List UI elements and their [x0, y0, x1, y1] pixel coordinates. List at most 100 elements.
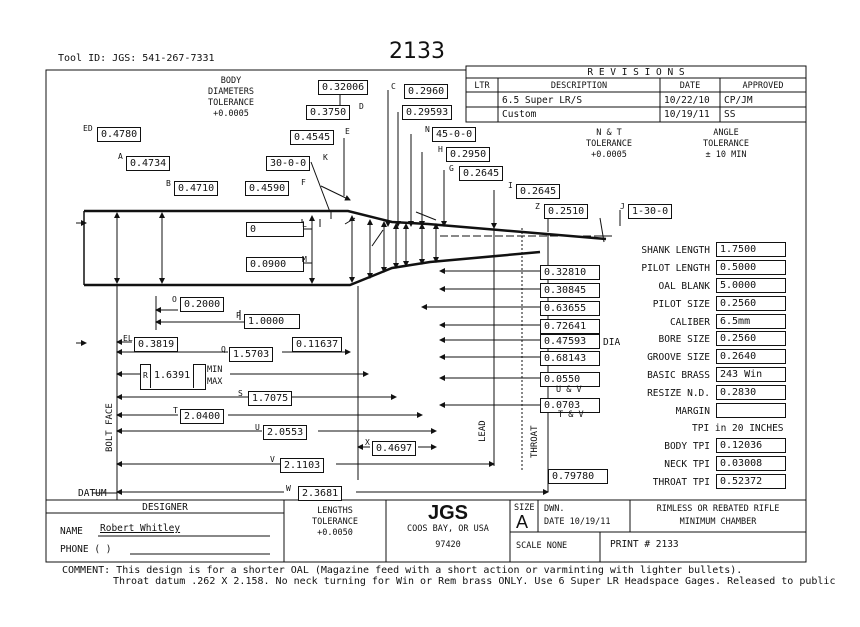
- dim-e-value: 0.4545: [290, 130, 335, 145]
- size-label: SIZE: [514, 503, 535, 513]
- dim-letter: E: [345, 127, 350, 136]
- dim-r-max: MAX: [207, 377, 223, 387]
- dim-d-value: 0.3750: [306, 105, 351, 120]
- drawing-desc-2: MINIMUM CHAMBER: [679, 517, 757, 527]
- tpi-value: 0.03008: [716, 456, 786, 471]
- dim-u-value: 2.0553: [263, 425, 308, 440]
- dim-el-value: 0.3819: [134, 337, 179, 352]
- dim-letter: P: [236, 311, 241, 320]
- dim-letter: H: [438, 145, 443, 154]
- dim-c-value: 0.32006: [318, 80, 369, 95]
- tpi-value: 0.52372: [716, 474, 786, 489]
- dim-h-value: 0.2950: [446, 147, 491, 162]
- dim-letter: C: [391, 82, 396, 91]
- rev-row-desc: Custom: [502, 109, 537, 120]
- dim-letter: K: [323, 153, 328, 162]
- right-value: 0.32810: [540, 265, 600, 280]
- dim-letter: S: [238, 389, 243, 398]
- dim-letter: N: [425, 125, 430, 134]
- rev-header-approved: APPROVED: [742, 81, 784, 91]
- spec-label: PILOT LENGTH: [641, 263, 710, 274]
- dim-mid-value: 0.11637: [292, 337, 343, 352]
- spec-label: PILOT SIZE: [652, 299, 710, 310]
- spec-label: RESIZE N.D.: [647, 388, 710, 399]
- throat-label: THROAT: [530, 425, 540, 458]
- comment-line-2: Throat datum .262 X 2.158. No neck turni…: [113, 576, 836, 587]
- right-value: 0.0550: [540, 372, 600, 387]
- dia-label: DIA: [603, 337, 621, 348]
- dim-letter: J: [620, 202, 625, 211]
- rev-row-approved: SS: [724, 109, 736, 120]
- dim-i-value: 0.2645: [516, 184, 561, 199]
- dim-letter: U: [255, 423, 260, 432]
- rev-row-approved: CP/JM: [724, 95, 753, 106]
- dim-letter: V: [270, 455, 275, 464]
- company-zip: 97420: [435, 540, 461, 550]
- spec-value: 243 Win: [716, 367, 786, 382]
- dim-letter: F: [301, 178, 306, 187]
- right-value: 0.47593: [540, 334, 600, 349]
- dim-letter: X: [365, 438, 370, 447]
- revisions-title: R E V I S I O N S: [587, 67, 685, 78]
- dim-letter: I: [508, 181, 513, 190]
- datum-label: DATUM: [78, 488, 107, 499]
- spec-value: 0.2560: [716, 331, 786, 346]
- dim-t-value: 2.0400: [180, 409, 225, 424]
- dim-letter: O: [172, 295, 177, 304]
- dim-letter: G: [449, 164, 454, 173]
- dim-l-value: 0: [246, 222, 304, 237]
- dim-letter: D: [359, 102, 364, 111]
- spec-value: 0.5000: [716, 260, 786, 275]
- name-label: NAME: [60, 526, 83, 537]
- tpi-value: 0.12036: [716, 438, 786, 453]
- dim-n-value: 45-0-0: [432, 127, 477, 142]
- tpi-label: BODY TPI: [664, 441, 710, 452]
- spec-label: BORE SIZE: [658, 334, 710, 345]
- spec-label: BASIC BRASS: [647, 370, 710, 381]
- spec-value: [716, 403, 786, 418]
- spec-label: SHANK LENGTH: [641, 245, 710, 256]
- dim-letter: A: [118, 152, 123, 161]
- scale-label: SCALE NONE: [516, 541, 568, 551]
- spec-value: 0.2830: [716, 385, 786, 400]
- dim-letter: ED: [83, 124, 93, 133]
- dim-ed-value: 0.4780: [97, 127, 142, 142]
- spec-label: CALIBER: [669, 317, 710, 328]
- bolt-face-label: BOLT FACE: [105, 403, 115, 452]
- dim-letter: EL: [123, 334, 133, 343]
- right-value: 0.63655: [540, 301, 600, 316]
- tpi-label: THROAT TPI: [652, 477, 710, 488]
- company-logo: JGS: [427, 502, 469, 524]
- lead-label: LEAD: [478, 420, 488, 442]
- phone-label: PHONE ( ): [60, 544, 112, 555]
- rev-row-date: 10/19/11: [664, 109, 710, 120]
- dim-letter: L: [302, 220, 307, 229]
- dim-c2-value: 0.2960: [404, 84, 449, 99]
- dwn-label: DWN.: [544, 504, 565, 514]
- dim-f-value: 0.4590: [245, 181, 290, 196]
- dim-letter: W: [286, 484, 291, 493]
- dim-letter: R: [143, 371, 148, 380]
- spec-label: MARGIN: [675, 406, 710, 417]
- right-value: 0.30845: [540, 283, 600, 298]
- dim-j-value: 1-30-0: [628, 204, 673, 219]
- spec-value: 1.7500: [716, 242, 786, 257]
- rev-row-desc: 6.5 Super LR/S: [502, 95, 583, 106]
- spec-value: 0.2560: [716, 296, 786, 311]
- dim-q-value: 1.5703: [229, 347, 274, 362]
- dim-d2-value: 0.29593: [402, 105, 453, 120]
- dim-o-value: 0.2000: [180, 297, 225, 312]
- dim-b-value: 0.4710: [174, 181, 219, 196]
- dim-v-value: 2.1103: [280, 458, 325, 473]
- right-value: 0.68143: [540, 351, 600, 366]
- rev-header-ltr: LTR: [474, 81, 490, 91]
- dim-letter: Q: [221, 345, 226, 354]
- spec-value: 6.5mm: [716, 314, 786, 329]
- spec-value: 5.0000: [716, 278, 786, 293]
- print-label: PRINT # 2133: [610, 539, 679, 550]
- dim-s-value: 1.7075: [248, 391, 293, 406]
- tpi-title: TPI in 20 INCHES: [692, 423, 784, 434]
